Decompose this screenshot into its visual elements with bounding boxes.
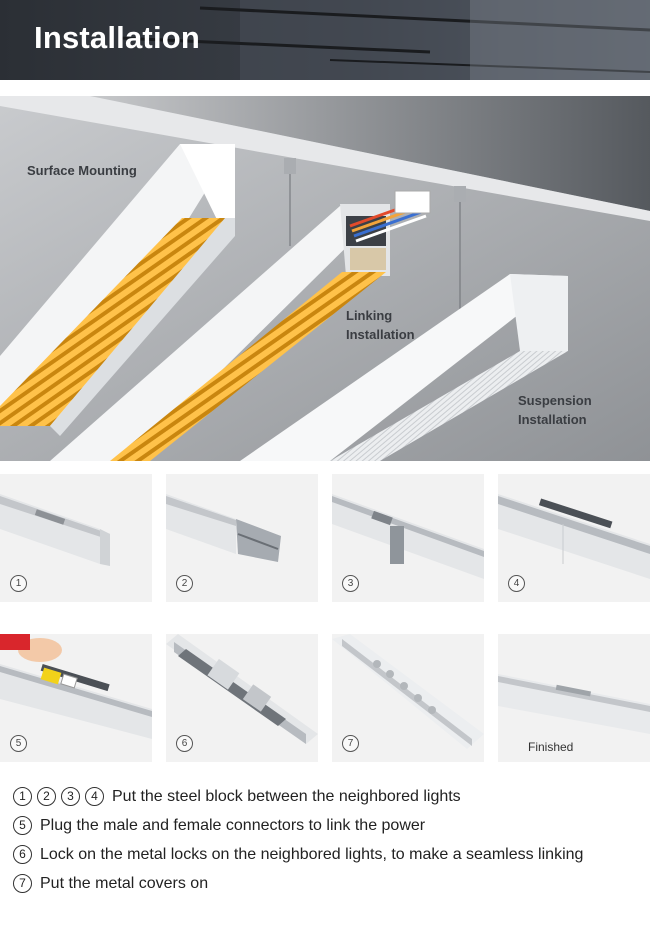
instruction-row: 1 2 3 4 Put the steel block between the … <box>13 782 643 811</box>
step-number: 2 <box>176 575 193 592</box>
instruction-text: Plug the male and female connectors to l… <box>40 816 426 834</box>
page-title: Installation <box>34 20 201 55</box>
step-number: 3 <box>61 787 80 806</box>
step-number: 6 <box>13 845 32 864</box>
step-image-5: 5 <box>0 634 152 762</box>
instruction-text: Put the metal covers on <box>40 874 209 892</box>
step-number: 3 <box>342 575 359 592</box>
step-number: 5 <box>10 735 27 752</box>
step-image-1: 1 <box>0 474 152 602</box>
header-banner: Installation <box>0 0 650 80</box>
step-number: 4 <box>508 575 525 592</box>
instructions-list: 1 2 3 4 Put the steel block between the … <box>13 782 643 898</box>
surface-mounting-label: Surface Mounting <box>27 163 137 178</box>
step-number: 2 <box>37 787 56 806</box>
step-image-2: 2 <box>166 474 318 602</box>
instruction-text: Put the steel block between the neighbor… <box>112 787 461 805</box>
step-image-7: 7 <box>332 634 484 762</box>
instruction-text: Lock on the metal locks on the neighbore… <box>40 845 584 863</box>
step-number: 1 <box>13 787 32 806</box>
step-number: 6 <box>176 735 193 752</box>
step-number: 1 <box>10 575 27 592</box>
instruction-row: 5 Plug the male and female connectors to… <box>13 811 643 840</box>
step-image-finished: Finished <box>498 634 650 762</box>
step-number: 7 <box>342 735 359 752</box>
step-number: 5 <box>13 816 32 835</box>
ceiling-lights-illustration <box>119 0 650 80</box>
step-number: 7 <box>13 874 32 893</box>
step-image-3: 3 <box>332 474 484 602</box>
step-image-6: 6 <box>166 634 318 762</box>
hero-image: Surface Mounting Linking Installation Su… <box>0 96 650 461</box>
linking-installation-label: Linking Installation <box>346 308 415 342</box>
suspension-installation-label: Suspension Installation <box>518 393 592 427</box>
instruction-row: 7 Put the metal covers on <box>13 869 643 898</box>
finished-label: Finished <box>528 740 574 754</box>
step-image-4: 4 <box>498 474 650 602</box>
installation-types-illustration <box>0 96 650 461</box>
step-number: 4 <box>85 787 104 806</box>
instruction-row: 6 Lock on the metal locks on the neighbo… <box>13 840 643 869</box>
